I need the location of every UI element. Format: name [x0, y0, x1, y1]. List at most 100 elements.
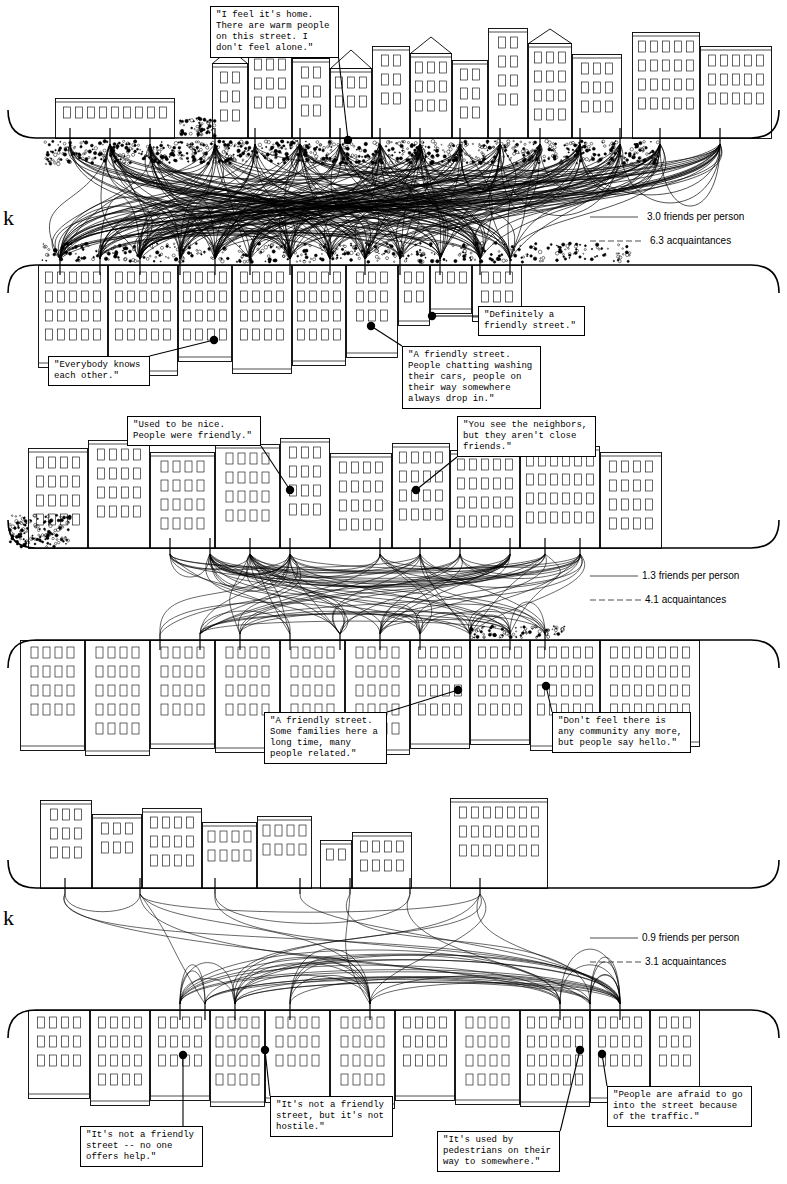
- foliage-dot: [414, 142, 417, 145]
- foliage-dot: [84, 153, 86, 155]
- cornice: [411, 57, 451, 58]
- window: [51, 847, 58, 858]
- cornice: [151, 456, 214, 457]
- window: [49, 495, 56, 506]
- cornice: [203, 826, 256, 827]
- building-facade: [331, 1011, 395, 1109]
- foliage-dot: [92, 158, 94, 160]
- foliage-dot: [173, 243, 175, 245]
- foliage-dot: [42, 260, 43, 261]
- window: [51, 809, 58, 820]
- window: [61, 476, 68, 487]
- window: [221, 72, 228, 83]
- window: [300, 1036, 307, 1047]
- window: [226, 666, 233, 677]
- window: [298, 291, 305, 302]
- foliage-dot: [505, 149, 507, 151]
- window: [647, 666, 654, 677]
- window: [416, 62, 423, 73]
- window: [238, 510, 245, 521]
- window: [341, 1055, 348, 1066]
- window: [250, 453, 257, 464]
- foliage-dot: [504, 146, 506, 148]
- foliage-dot: [54, 162, 57, 165]
- foliage-dot: [179, 152, 181, 154]
- window: [240, 1074, 247, 1085]
- foliage-dot: [367, 156, 369, 158]
- window: [684, 1036, 691, 1047]
- foliage-dot: [67, 160, 70, 163]
- window: [687, 60, 694, 71]
- window: [611, 1017, 618, 1028]
- window: [314, 466, 321, 477]
- building-facade: [56, 99, 175, 139]
- window: [62, 1017, 69, 1028]
- window: [255, 59, 262, 70]
- window: [96, 685, 103, 696]
- window: [547, 90, 554, 101]
- window: [381, 291, 388, 302]
- building-facade: [456, 1011, 520, 1105]
- window: [458, 459, 465, 470]
- window: [369, 272, 376, 283]
- window: [352, 500, 359, 511]
- foliage-dot: [91, 145, 93, 147]
- window: [511, 75, 518, 86]
- window: [458, 516, 465, 527]
- foliage-dot: [269, 149, 271, 151]
- window: [672, 1036, 679, 1047]
- building-facade: [331, 454, 392, 549]
- window: [253, 310, 260, 321]
- window: [663, 98, 670, 109]
- building-facade: [601, 453, 662, 549]
- window: [134, 449, 141, 460]
- window: [520, 807, 527, 818]
- window: [102, 823, 109, 834]
- foliage-dot: [387, 140, 391, 144]
- window: [111, 1055, 118, 1066]
- window: [82, 291, 89, 302]
- foliage-dot: [242, 143, 244, 145]
- window: [635, 666, 642, 677]
- window: [163, 836, 170, 847]
- foliage-dot: [611, 146, 614, 149]
- foliage-dot: [227, 258, 228, 259]
- foliage-dot: [104, 257, 108, 261]
- window: [136, 107, 143, 118]
- window: [322, 329, 329, 340]
- window: [151, 836, 158, 847]
- foliage-dot: [126, 142, 129, 145]
- window: [161, 666, 168, 677]
- foliage-dot: [71, 145, 72, 146]
- window: [302, 67, 309, 78]
- window: [663, 79, 670, 90]
- window: [419, 685, 426, 696]
- foliage-dot: [350, 143, 353, 146]
- building-facade: [521, 1011, 590, 1107]
- window: [622, 480, 629, 491]
- foliage-dot: [356, 157, 357, 158]
- foliage-dot: [529, 246, 532, 249]
- building-facade: [331, 69, 372, 139]
- window: [240, 1017, 247, 1028]
- window: [352, 481, 359, 492]
- window: [539, 512, 546, 523]
- foliage-dot: [396, 143, 397, 144]
- window: [611, 685, 618, 696]
- window: [100, 107, 107, 118]
- window: [61, 514, 68, 525]
- foliage-dot: [117, 256, 119, 258]
- building-facade: [41, 801, 92, 889]
- window: [241, 272, 248, 283]
- window: [173, 480, 180, 491]
- window: [302, 485, 309, 496]
- window: [461, 107, 468, 118]
- foliage-dot: [120, 158, 122, 160]
- foliage-dot: [391, 147, 394, 150]
- foliage-dot: [650, 141, 651, 142]
- foliage-dot: [142, 151, 143, 152]
- window: [164, 329, 171, 340]
- window: [50, 1055, 57, 1066]
- window: [263, 825, 270, 836]
- foliage-dot: [88, 156, 90, 158]
